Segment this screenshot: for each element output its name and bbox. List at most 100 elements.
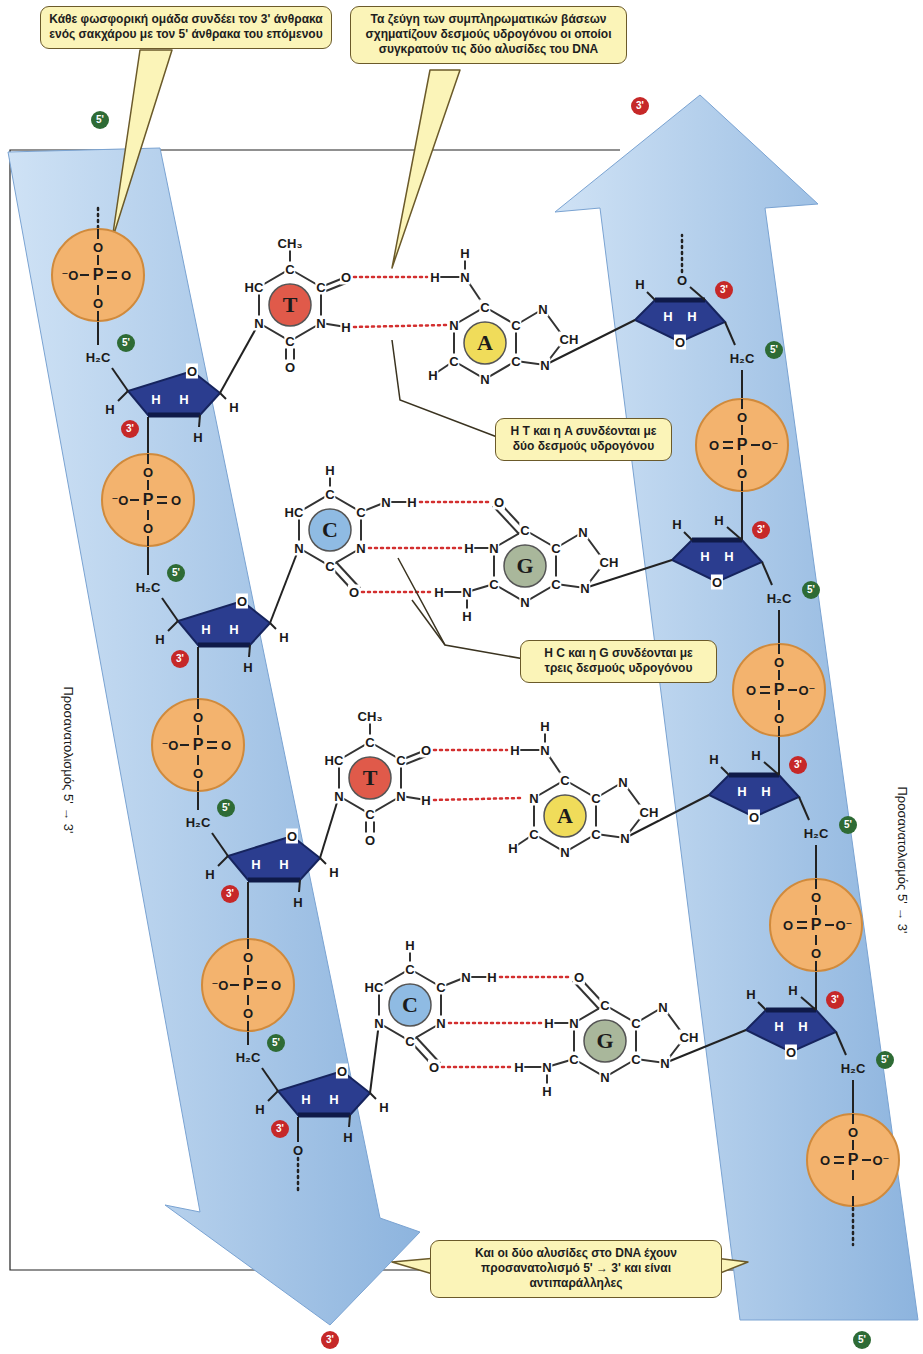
atom-label: H	[486, 970, 497, 985]
atom-label: O	[428, 1060, 440, 1075]
atom-label: O	[709, 439, 719, 452]
atom-label: O	[783, 919, 793, 932]
atom-label: N	[659, 1056, 670, 1071]
atom-label: N	[380, 495, 391, 510]
atom-label: O	[785, 1045, 797, 1060]
atom-label: O	[284, 360, 296, 375]
atom-label: O⁻	[799, 684, 816, 697]
atom-label: C	[324, 559, 335, 574]
atom-label: H	[541, 1084, 552, 1099]
atom-label: C	[550, 541, 561, 556]
carbon-marker: 3'	[752, 521, 770, 539]
atom-label: H	[714, 514, 723, 527]
atom-label: N	[460, 970, 471, 985]
nucleobase: G	[583, 1019, 627, 1063]
atom-label: C	[528, 827, 539, 842]
atom-label: H	[539, 719, 550, 734]
atom-label: O	[340, 270, 352, 285]
base-letter: A	[543, 794, 587, 838]
callout-text: Τα ζεύγη των συμπληρωματικών βάσεων σχημ…	[359, 12, 618, 57]
atom-label: H	[406, 495, 417, 510]
atom-label: H	[672, 518, 681, 531]
atom-label: N	[519, 595, 530, 610]
atom-label: H	[429, 270, 440, 285]
atom-label: O⁻	[836, 919, 853, 932]
atom-label: N	[619, 831, 630, 846]
carbon-marker: 3'	[321, 1331, 339, 1349]
nucleobase: T	[348, 756, 392, 800]
nucleobase: A	[463, 321, 507, 365]
atom-label: O	[186, 364, 198, 379]
atom-label: H	[687, 310, 696, 323]
carbon-marker: 3'	[121, 420, 139, 438]
atom-label: P	[193, 737, 204, 753]
carbon-marker: 3'	[826, 991, 844, 1009]
atom-label: O	[293, 1144, 303, 1157]
atom-label: O	[493, 495, 505, 510]
atom-label: O	[420, 743, 432, 758]
atom-label: O	[221, 739, 231, 752]
base-letter: G	[583, 1019, 627, 1063]
atom-label: O	[171, 494, 181, 507]
atom-label: N	[559, 845, 570, 860]
atom-label: N	[461, 585, 472, 600]
atom-label: N	[537, 302, 548, 317]
atom-label: O	[243, 951, 253, 964]
atom-label: O	[674, 335, 686, 350]
atom-label: H	[700, 550, 709, 563]
carbon-marker: 5'	[876, 1051, 894, 1069]
atom-label: H	[709, 753, 718, 766]
atom-label: C	[435, 980, 446, 995]
carbon-marker: 3'	[271, 1120, 289, 1138]
atom-label: H	[788, 984, 797, 997]
atom-label: P	[93, 267, 104, 283]
carbon-marker: 5'	[853, 1331, 871, 1349]
atom-label: O	[848, 1126, 858, 1139]
atom-label: H	[663, 310, 672, 323]
atom-label: CH	[559, 332, 580, 347]
atom-label: H₂C	[730, 352, 755, 365]
atom-label: H₂C	[767, 592, 792, 605]
atom-label: O	[143, 466, 153, 479]
atom-label: H₂C	[86, 351, 111, 364]
atom-label: H₂C	[136, 581, 161, 594]
atom-label: H	[279, 858, 288, 871]
base-letter: T	[268, 283, 312, 327]
nucleobase: G	[503, 544, 547, 588]
atom-label: C	[448, 354, 459, 369]
atom-label: HC	[284, 505, 305, 520]
phosphate-group: O⁻OPOO	[200, 937, 296, 1033]
atom-label: N	[579, 581, 590, 596]
atom-label: O	[737, 467, 747, 480]
atom-label: O	[193, 767, 203, 780]
atom-label: H	[751, 749, 760, 762]
atom-label: C	[590, 827, 601, 842]
nucleobase: T	[268, 283, 312, 327]
atom-label: H	[427, 368, 438, 383]
atom-label: H	[201, 623, 210, 636]
atom-label: N	[333, 789, 344, 804]
atom-label: C	[395, 753, 406, 768]
carbon-marker: 3'	[221, 885, 239, 903]
atom-label: C	[599, 998, 610, 1013]
atom-label: O	[748, 810, 760, 825]
atom-label: H	[420, 793, 431, 808]
atom-label: H	[461, 609, 472, 624]
atom-label: H	[255, 1103, 264, 1116]
atom-label: H	[433, 585, 444, 600]
atom-label: O	[143, 522, 153, 535]
callout-box: Η C και η G συνδέονται με τρεις δεσμούς …	[520, 640, 717, 683]
atom-label: O⁻	[762, 439, 779, 452]
atom-label: H	[205, 868, 214, 881]
carbon-marker: 5'	[267, 1034, 285, 1052]
atom-label: N	[395, 789, 406, 804]
atom-label: O	[348, 585, 360, 600]
atom-label: C	[630, 1016, 641, 1031]
atom-label: O	[573, 970, 585, 985]
atom-label: N	[373, 1016, 384, 1031]
atom-label: O	[677, 274, 687, 287]
atom-label: H₂C	[186, 816, 211, 829]
phosphate-group: O⁻OPOO	[100, 452, 196, 548]
atom-label: P	[243, 977, 254, 993]
atom-label: O	[774, 712, 784, 725]
